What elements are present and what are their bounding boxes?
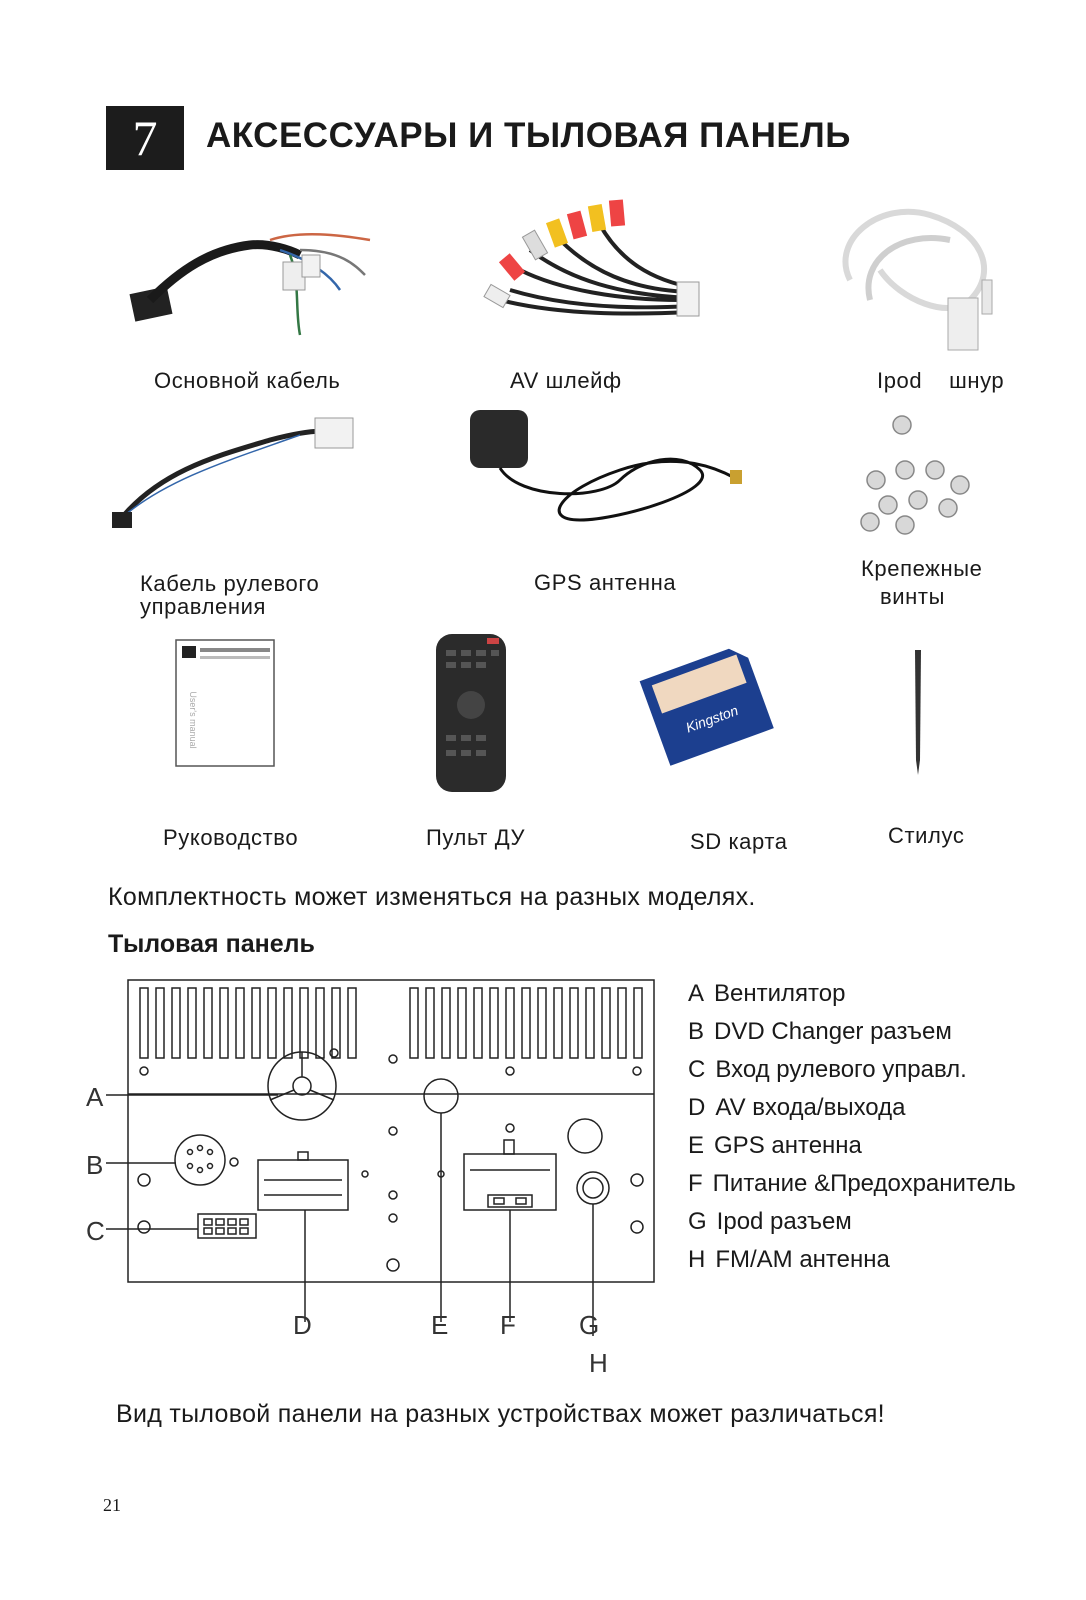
label-h: H [589,1348,608,1378]
label-e: E [431,1310,448,1340]
heatsink-right [409,987,643,1059]
caption-main-cable: Основной кабель [154,368,341,393]
label-g: G [579,1310,599,1340]
rear-panel-diagram: A B C D E F G H [86,979,655,1378]
av-cable-photo [483,199,700,317]
label-f: F [500,1310,516,1340]
caption-remote: Пульт ДУ [426,825,526,850]
label-c: C [86,1216,105,1246]
accessory-photos: User's manual Kingston [112,199,993,792]
manual-photo: User's manual [175,639,275,767]
rear-panel-heading: Тыловая панель [108,930,315,958]
caption-stylus: Стилус [888,823,965,848]
caption-gps-antenna: GPS антенна [534,570,677,595]
heatsink-left [139,987,357,1059]
stylus-photo [915,650,921,775]
rear-panel-note: Вид тыловой панели на разных устройствах… [116,1400,885,1428]
main-cable-photo [129,233,371,336]
label-d: D [293,1310,312,1340]
caption-ipod-cable: Ipod шнур [877,368,1005,393]
caption-screws-line2: винты [880,584,946,609]
caption-sd-card: SD карта [690,829,788,854]
caption-steering-cable-line2: управления [140,594,266,619]
label-b: B [86,1150,103,1180]
steering-input-connector [197,1213,257,1239]
ipod-cable-photo [842,208,993,351]
caption-screws-line1: Крепежные [861,556,983,581]
fan [267,1051,337,1121]
caption-manual: Руководство [163,825,299,850]
sd-card-photo: Kingston [639,648,774,766]
screws-photo [860,415,970,535]
remote-control-photo [436,634,506,792]
caption-av-cable: AV шлейф [510,368,622,393]
caption-steering-cable-line1: Кабель рулевого [140,571,320,596]
steering-cable-photo [112,417,354,528]
chapter-number: 7 [106,106,184,170]
label-a: A [86,1082,104,1112]
ipod-jack [567,1118,603,1154]
gps-antenna-photo [470,410,742,522]
completeness-note: Комплектность может изменяться на разных… [108,883,756,911]
av-connector [257,1151,349,1211]
page-number: 21 [103,1495,121,1515]
manual-side-text: User's manual [188,691,198,748]
dvd-changer-connector [174,1134,239,1186]
page-title: АКСЕССУАРЫ И ТЫЛОВАЯ ПАНЕЛЬ [206,116,851,155]
